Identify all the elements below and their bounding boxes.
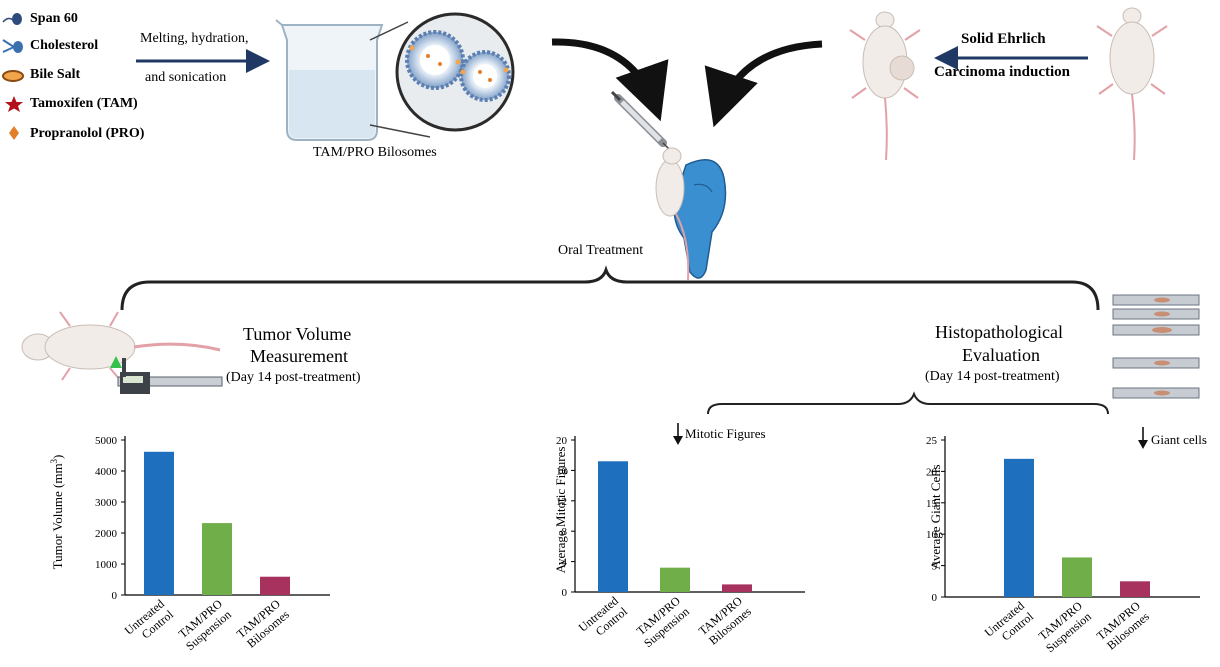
bile-salt-icon [2,70,24,82]
caliper-mouse-icon [21,311,221,381]
chart-1-tick-label-3: 12 [556,496,567,508]
chart-2-tick-label-4: 20 [926,466,938,478]
chart-1-y-label: Average Mitotic Figures [553,447,568,574]
chart-0-bar-1 [202,523,232,595]
mitotic-down-arrow [673,423,683,445]
healthy-mouse-icon [1096,7,1168,161]
legend-label-cholesterol: Cholesterol [30,38,99,53]
chart-1-bar-0 [598,461,628,592]
chart-2-bar-0 [1004,458,1034,597]
slides-icon [1112,294,1200,399]
treatment-label: Oral Treatment [558,243,644,258]
large-brace [120,265,1100,311]
chart-1-bar-2 [722,584,752,592]
chart-0-category-label-1: TAM/PROSuspension [174,596,234,653]
tumor-title-line2: Measurement [250,346,348,366]
curved-arrow-right [704,40,823,128]
chart-2-category-label-2: TAM/PROBilosomes [1094,598,1152,653]
chart-2-tick-label-3: 15 [926,498,938,510]
chart-2-tick-label-1: 5 [932,561,938,573]
tumor-mouse-icon [849,11,921,161]
giant-down-arrow [1138,427,1148,449]
chart-0-tick-label-2: 2000 [95,528,118,540]
legend-label-bile-salt: Bile Salt [30,67,81,82]
chart-2-bar-1 [1062,557,1092,597]
chart-0-tick-label-0: 0 [112,590,118,602]
chart-1-category-label-2: TAM/PROBilosomes [696,593,754,648]
chart-1-category-label-0: UntreatedControl [576,593,631,645]
chart-0-tick-label-5: 5000 [95,435,118,447]
chart-0-tick-label-4: 4000 [95,466,118,478]
chart-2-bar-2 [1120,581,1150,597]
process-step-line1: Melting, hydration, [140,31,249,46]
chart-2-tick-label-0: 0 [932,592,938,604]
histo-title-line3: (Day 14 post-treatment) [925,369,1060,384]
tumor-title-line3: (Day 14 post-treatment) [226,370,361,385]
tamoxifen-star-icon [5,96,23,112]
syringe-icon [610,90,671,151]
chart-0-tick-label-1: 1000 [95,559,118,571]
process-step-line2: and sonication [145,70,227,85]
cholesterol-icon [2,39,23,53]
chart-2-category-label-0: UntreatedControl [982,598,1037,650]
product-label: TAM/PRO Bilosomes [313,145,437,160]
legend-label-propranolol: Propranolol (PRO) [30,126,145,141]
histo-title-line1: Histopathological [935,322,1063,342]
chart-2-tick-label-2: 10 [926,529,938,541]
span60-icon [2,13,22,25]
chart-y-label-sup: 3 [49,458,59,463]
chart-2-tick-label-5: 25 [926,435,938,447]
chart-y-label-end: ) [50,455,65,459]
chart-1-tick-label-1: 4 [562,557,568,569]
legend-label-span60: Span 60 [30,11,78,26]
beaker-icon [275,19,384,141]
chart-1-tick-label-5: 20 [556,435,568,447]
legend-label-tamoxifen: Tamoxifen (TAM) [30,96,138,111]
chart-1-bar-1 [660,567,690,592]
induction-line2: Carcinoma induction [934,64,1070,80]
chart-0-category-label-0: UntreatedControl [122,596,177,648]
induction-line1: Solid Ehrlich [961,31,1046,47]
bilosome-zoom-icon [395,12,515,132]
caliper-icon [117,358,223,394]
treated-mouse-icon [655,147,690,281]
chart-1-tick-label-0: 0 [562,587,568,599]
tumor-title-line1: Tumor Volume [243,324,352,344]
chart-2-category-label-1: TAM/PROSuspension [1034,598,1094,655]
chart-0-y-label: Tumor Volume (mm3) [49,455,65,570]
chart-1-tick-label-4: 16 [556,465,568,477]
chart-0-category-label-2: TAM/PROBilosomes [234,596,292,651]
chart-1-tick-label-2: 8 [562,526,568,538]
chart-0-bar-2 [260,576,290,595]
histo-title-line2: Evaluation [962,345,1040,365]
chart-1-annotation: Mitotic Figures [685,426,766,441]
chart-2-y-label: Average Giant Cells [928,464,943,569]
curved-arrow-left [551,38,669,122]
chart-2-annotation: Giant cells [1151,432,1207,447]
small-brace [707,391,1109,415]
chart-0-bar-0 [144,451,174,595]
chart-y-label-main: Tumor Volume (mm [50,463,65,569]
chart-1-category-label-1: TAM/PROSuspension [632,593,692,650]
propranolol-diamond-icon [9,126,19,140]
chart-0-tick-label-3: 3000 [95,497,118,509]
